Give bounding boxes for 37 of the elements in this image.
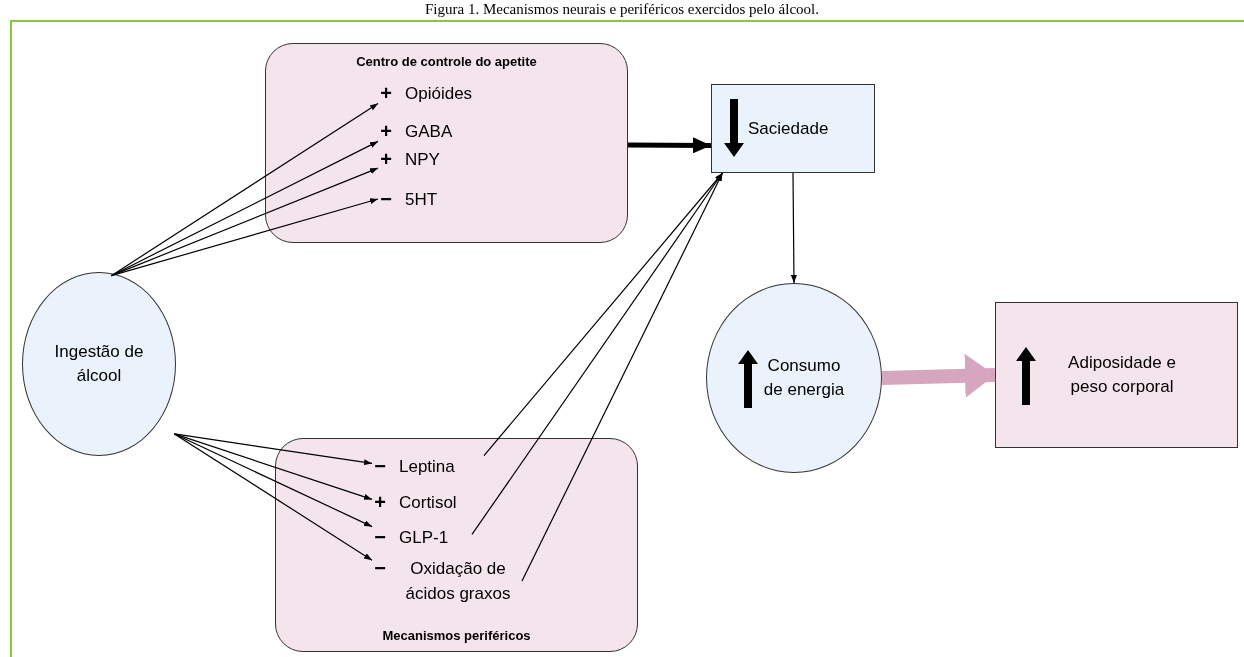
group-heading: Mecanismos periféricos: [382, 626, 531, 645]
item-label: Oxidação de ácidos graxos: [404, 558, 512, 605]
item-label: Cortisol: [399, 492, 457, 514]
arrow: [173, 433, 373, 528]
block-arrow: [881, 353, 996, 398]
arrow: [471, 172, 724, 535]
sign-symbol: +: [373, 490, 387, 514]
item-label: GABA: [405, 121, 453, 143]
item-label: GLP-1: [399, 527, 449, 549]
item-label: NPY: [405, 149, 440, 171]
arrow: [521, 172, 724, 582]
process-box: [711, 84, 875, 173]
sign-symbol: −: [373, 525, 387, 549]
node-label: Adiposidade e peso corporal: [1067, 352, 1177, 398]
item-label: 5HT: [405, 189, 438, 211]
arrow: [110, 198, 379, 277]
node-label: Ingestão de álcool: [53, 341, 145, 387]
item-label: Leptina: [399, 456, 455, 478]
item-label: Opióides: [405, 83, 473, 105]
node-label: Saciedade: [748, 117, 829, 140]
group-heading: Centro de controle do apetite: [356, 53, 537, 71]
node-label: Consumo de energia: [762, 355, 846, 401]
arrow: [173, 433, 373, 466]
group-box: [265, 43, 628, 243]
arrow: [790, 172, 797, 284]
sign-symbol: −: [373, 454, 387, 478]
arrow: [628, 137, 711, 154]
group-box: [275, 438, 638, 652]
sign-symbol: −: [373, 556, 387, 580]
sign-symbol: +: [379, 147, 393, 171]
sign-symbol: +: [379, 119, 393, 143]
process-box: [995, 302, 1238, 448]
figure-title: Figura 1. Mecanismos neurais e periféricos exercidos pelo álcool.: [424, 0, 819, 18]
arrow: [173, 433, 373, 561]
arrow: [110, 140, 379, 277]
sign-symbol: −: [379, 187, 393, 211]
sign-symbol: +: [379, 81, 393, 105]
